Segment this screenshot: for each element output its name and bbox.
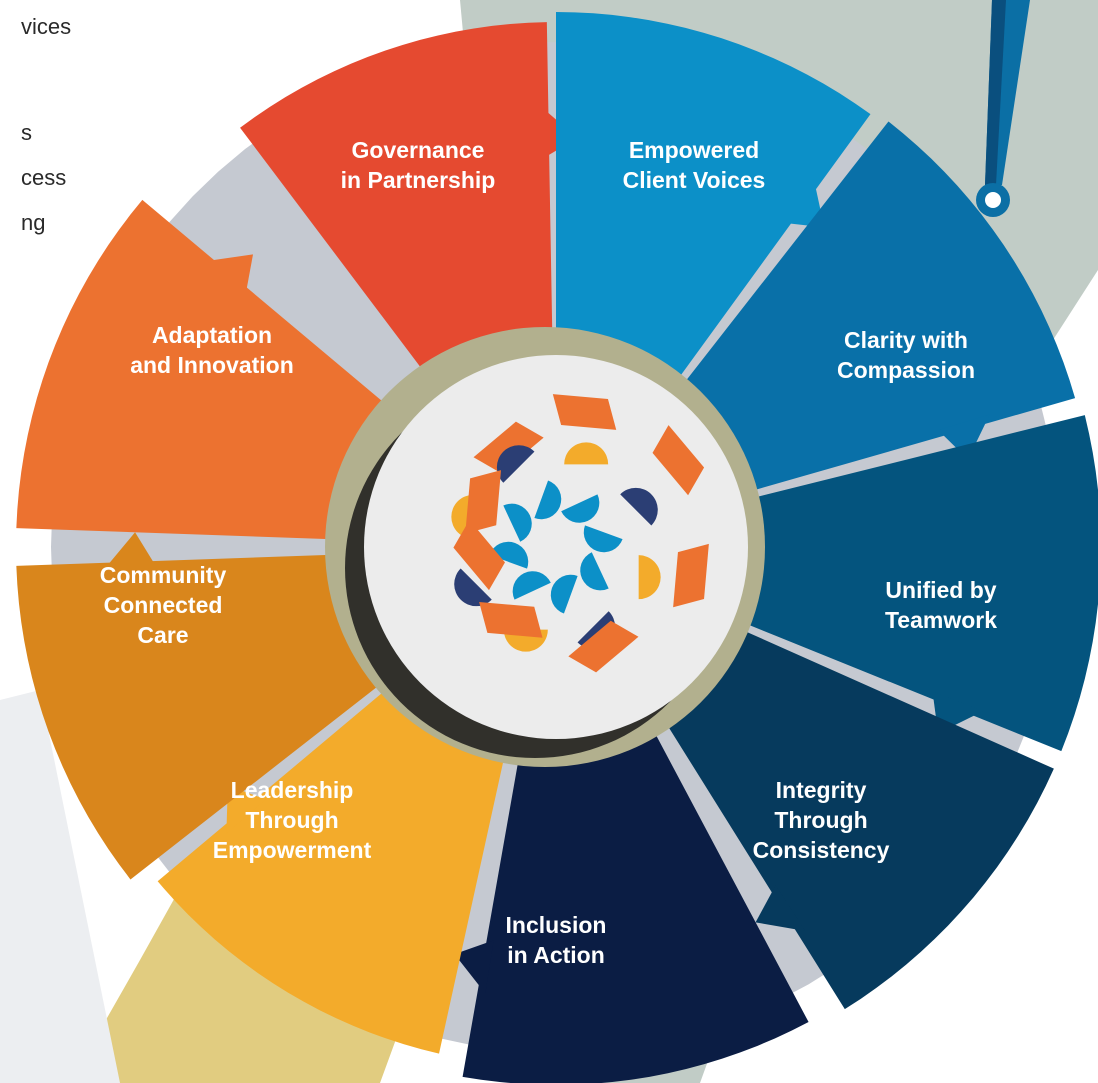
logo-parallelogram (568, 620, 639, 673)
segment-tab-2 (783, 178, 825, 228)
segment-label-9-line-1: Adaptation (152, 322, 272, 348)
logo-half-circle (496, 445, 535, 483)
logo-parallelogram (479, 601, 543, 638)
pinwheel-logo (451, 394, 709, 673)
segment-3 (676, 121, 1076, 494)
logo-parallelogram (552, 394, 617, 430)
segment-1 (240, 22, 553, 392)
segment-label-2-line-2: Client Voices (623, 167, 766, 193)
gray-band (0, 690, 120, 1083)
segment-2 (556, 12, 871, 390)
segment-label-7-line-2: Through (245, 807, 338, 833)
segment-6 (462, 719, 809, 1083)
segment-label-6-line-1: Inclusion (506, 912, 607, 938)
logo-half-circle (454, 568, 492, 607)
logo-parallelogram (465, 470, 502, 534)
logo-parallelogram (473, 421, 544, 474)
segments (16, 12, 1098, 1083)
segment-label-8-line-1: Community (100, 562, 227, 588)
logo-half-circle (638, 555, 661, 600)
segment-tab-7 (226, 785, 266, 834)
segment-label-5-line-1: Integrity (776, 777, 867, 803)
segment-4 (736, 415, 1098, 752)
logo-parallelogram (673, 543, 709, 608)
segment-tab-9 (203, 254, 254, 296)
segment-label-2-line-1: Empowered (629, 137, 759, 163)
intro-line-3: s (21, 120, 32, 145)
segment-label-4-line-1: Unified by (885, 577, 996, 603)
segment-label-9-line-2: and Innovation (130, 352, 294, 378)
segment-8 (16, 553, 403, 880)
segment-label-5-line-3: Consistency (753, 837, 890, 863)
intro-line-1: vices (21, 14, 72, 39)
segment-tab-8 (103, 532, 157, 571)
segment-label-1-line-1: Governance (352, 137, 485, 163)
segment-5 (659, 626, 1054, 1010)
logo-inner-half-circle (503, 503, 532, 542)
segment-label-7-line-3: Empowerment (213, 837, 372, 863)
segment-label-3-line-1: Clarity with (844, 327, 968, 353)
logo-parallelogram (652, 425, 705, 496)
segment-tab-3 (938, 414, 990, 460)
segment-labels: Governance in Partnership EmpoweredClient … (100, 137, 997, 968)
logo-parallelogram (453, 519, 505, 591)
logo-inner-half-circle (580, 552, 609, 591)
segment-label-8-line-2: Connected (104, 592, 223, 618)
pin-icon (976, 0, 1030, 217)
logo-inner-half-circle (550, 574, 578, 614)
segment-9 (16, 199, 407, 541)
segment-7 (157, 672, 509, 1054)
logo-inner-half-circle (583, 525, 623, 553)
logo-inner-half-circle (534, 480, 562, 520)
segment-label-8-line-3: Care (137, 622, 188, 648)
segment-label-6-line-2: in Action (507, 942, 605, 968)
logo-half-circle (564, 442, 609, 465)
logo-inner-half-circle (561, 494, 600, 523)
segment-label-4-line-2: Teamwork (885, 607, 997, 633)
logo-inner-half-circle (512, 571, 551, 600)
intro-line-5: ng (21, 210, 46, 235)
center-disc (364, 355, 748, 739)
segment-label-5-line-2: Through (774, 807, 867, 833)
intro-line-4: cess (21, 165, 67, 190)
segment-label-7-line-1: Leadership (231, 777, 354, 803)
logo-half-circle (620, 487, 658, 526)
logo-inner-half-circle (489, 541, 529, 569)
segment-label-3-line-2: Compassion (837, 357, 975, 383)
segment-label-1-line-2: in Partnership (341, 167, 496, 193)
segment-tab-6 (454, 940, 494, 994)
segment-tab-5 (755, 885, 806, 931)
